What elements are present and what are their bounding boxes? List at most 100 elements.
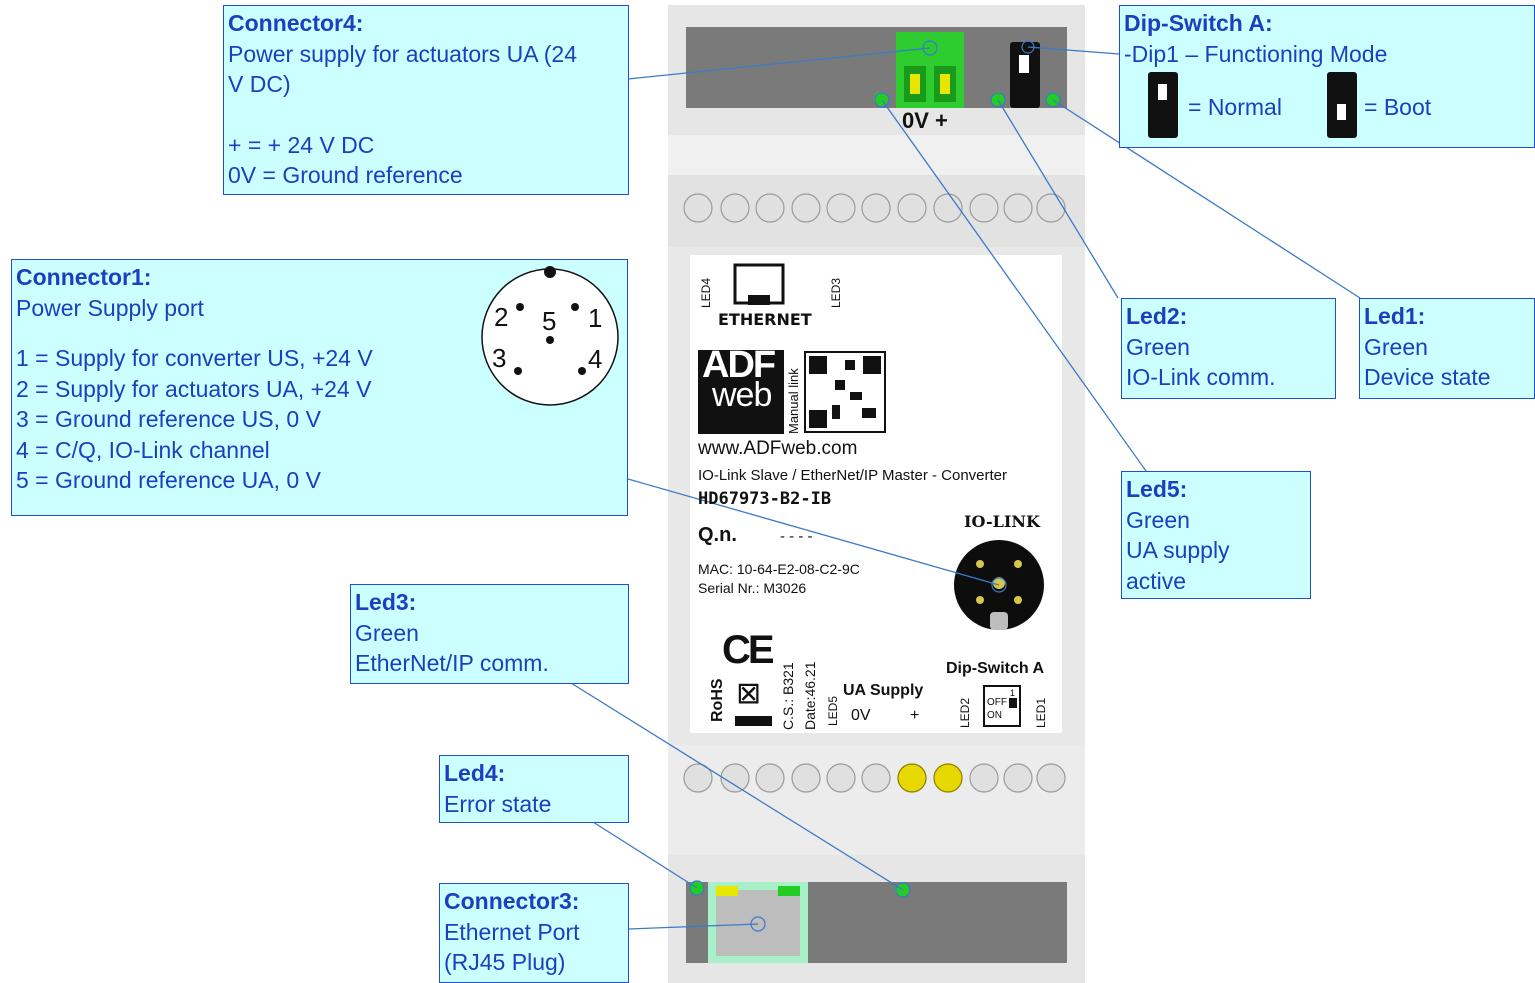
dipswitch-boot-label: = Boot xyxy=(1364,94,1432,120)
rib-vent-circle xyxy=(861,763,891,793)
led2-line: IO-Link comm. xyxy=(1126,364,1276,390)
qn-value: - - - - xyxy=(780,528,813,545)
ua-0v-label: 0V xyxy=(851,707,871,724)
qn-label: Q.n. xyxy=(698,524,737,546)
ce-mark: CE xyxy=(722,628,775,672)
date-label: Date:46.21 xyxy=(802,661,818,731)
led3-title: Led3: xyxy=(355,589,417,615)
dip-normal-icon xyxy=(1148,72,1178,138)
rib-vent-circle xyxy=(755,763,785,793)
led1-line: Green xyxy=(1364,333,1428,360)
rib-vent-circle xyxy=(897,763,927,793)
rib-vent-circle xyxy=(826,763,856,793)
rib-vent-circle xyxy=(1003,763,1033,793)
led5-callout: Led5: Green UA supply active xyxy=(1121,471,1311,599)
connector1-pinout-diagram xyxy=(481,266,619,406)
led5-title: Led5: xyxy=(1126,476,1188,502)
connector3-line: Ethernet Port xyxy=(444,918,580,945)
dip-on-label: ON xyxy=(987,710,1002,721)
led2-callout: Led2: Green IO-Link comm. xyxy=(1121,298,1336,399)
connector1-line: 2 = Supply for actuators UA, +24 V xyxy=(16,375,372,402)
led5-line: Green xyxy=(1126,506,1190,533)
led4-device-label: LED4 xyxy=(699,277,713,308)
pin-label: 3 xyxy=(492,343,507,373)
connector3-title: Connector3: xyxy=(444,888,580,914)
led4-line: Error state xyxy=(444,790,552,817)
led2-line: Green xyxy=(1126,333,1190,360)
connector4-line: Power supply for actuators UA (24 xyxy=(228,40,577,67)
led3-device-label: LED3 xyxy=(829,277,843,308)
led4-title: Led4: xyxy=(444,760,506,786)
led3-line: Green xyxy=(355,619,419,646)
ethernet-label: ETHERNET xyxy=(718,310,812,329)
rib-vent-circle xyxy=(720,763,750,793)
weee-bin-icon: ⊠ xyxy=(736,676,762,711)
connector3-callout: Connector3: Ethernet Port (RJ45 Plug) xyxy=(439,883,629,983)
rohs-mark: RoHS xyxy=(709,678,726,722)
led3-callout: Led3: Green EtherNet/IP comm. xyxy=(350,584,629,684)
dip-title-label: Dip-Switch A xyxy=(946,660,1045,677)
led4-callout: Led4: Error state xyxy=(439,755,629,823)
rib-vent-circle xyxy=(791,193,821,223)
led3-line: EtherNet/IP comm. xyxy=(355,650,549,676)
serial-label: Serial Nr.: M3026 xyxy=(698,580,807,596)
rib-vent-circle xyxy=(969,763,999,793)
iolink-label: IO-LINK xyxy=(964,512,1040,531)
rib-vent-circle xyxy=(826,193,856,223)
connector1-line: 4 = C/Q, IO-Link channel xyxy=(16,436,270,463)
rib-vent-circle xyxy=(683,193,713,223)
mac-label: MAC: 10-64-E2-08-C2-9C xyxy=(698,561,860,577)
dipswitch-title: Dip-Switch A: xyxy=(1124,10,1273,36)
cs-label: C.S.: B321 xyxy=(780,662,796,730)
product-desc: IO-Link Slave / EtherNet/IP Master - Con… xyxy=(698,467,1008,484)
dip-off-label: OFF xyxy=(987,697,1007,708)
rib-vent-circle xyxy=(1003,193,1033,223)
rib-vent-circle xyxy=(861,193,891,223)
dip-boot-icon xyxy=(1327,72,1357,138)
led1-device-label: LED1 xyxy=(1034,697,1048,728)
rib-vent-circle xyxy=(755,193,785,223)
pin-label: 2 xyxy=(494,302,509,332)
model-label: HD67973-B2-IB xyxy=(698,489,832,509)
manual-link-label: Manual link xyxy=(786,368,801,434)
rib-vent-circle xyxy=(933,193,963,223)
rib-vent-circle xyxy=(1036,763,1066,793)
led2-device-label: LED2 xyxy=(958,697,972,728)
led1-callout: Led1: Green Device state xyxy=(1359,298,1535,399)
rib-vent-circle xyxy=(683,763,713,793)
rib-vent-circle xyxy=(969,193,999,223)
pin-label: 1 xyxy=(588,303,603,333)
led2-title: Led2: xyxy=(1126,303,1188,329)
rib-vent-circle xyxy=(933,763,963,793)
connector4-title: Connector4: xyxy=(228,10,364,36)
dipswitch-callout: Dip-Switch A: -Dip1 – Functioning Mode =… xyxy=(1119,5,1535,148)
ua-supply-label: UA Supply xyxy=(843,682,924,699)
connector4-line: 0V = Ground reference xyxy=(228,162,463,188)
connector1-line: 3 = Ground reference US, 0 V xyxy=(16,406,321,432)
ua-plus-label: + xyxy=(910,707,920,724)
connector4-line: + = + 24 V DC xyxy=(228,131,375,158)
rib-vent-circle xyxy=(791,763,821,793)
led5-line: active xyxy=(1126,567,1187,594)
led5-line: UA supply xyxy=(1126,537,1230,563)
connector1-line: 1 = Supply for converter US, +24 V xyxy=(16,345,373,371)
led5-device-label: LED5 xyxy=(826,695,840,726)
rib-vent-circle xyxy=(897,193,927,223)
top-terminal-label: 0V + xyxy=(902,108,948,133)
rib-vent-circle xyxy=(720,193,750,223)
connector4-line: V DC) xyxy=(228,71,291,97)
connector4-callout: Connector4: Power supply for actuators U… xyxy=(223,5,629,195)
brand-logo-bottom: web xyxy=(712,376,772,414)
dipswitch-line: -Dip1 – Functioning Mode xyxy=(1124,40,1388,67)
connector1-subtitle: Power Supply port xyxy=(16,294,204,321)
rib-vent-circle xyxy=(1036,193,1066,223)
connector3-line: (RJ45 Plug) xyxy=(444,949,566,975)
connector1-line: 5 = Ground reference UA, 0 V xyxy=(16,467,321,493)
website-label: www.ADFweb.com xyxy=(698,438,858,459)
brand-logo-top: ADF xyxy=(702,344,776,386)
dip-1-label: 1 xyxy=(1010,688,1016,698)
connector4-gap xyxy=(228,100,624,130)
connector1-title: Connector1: xyxy=(16,264,152,290)
led1-line: Device state xyxy=(1364,364,1491,390)
pin-label: 4 xyxy=(588,344,603,374)
